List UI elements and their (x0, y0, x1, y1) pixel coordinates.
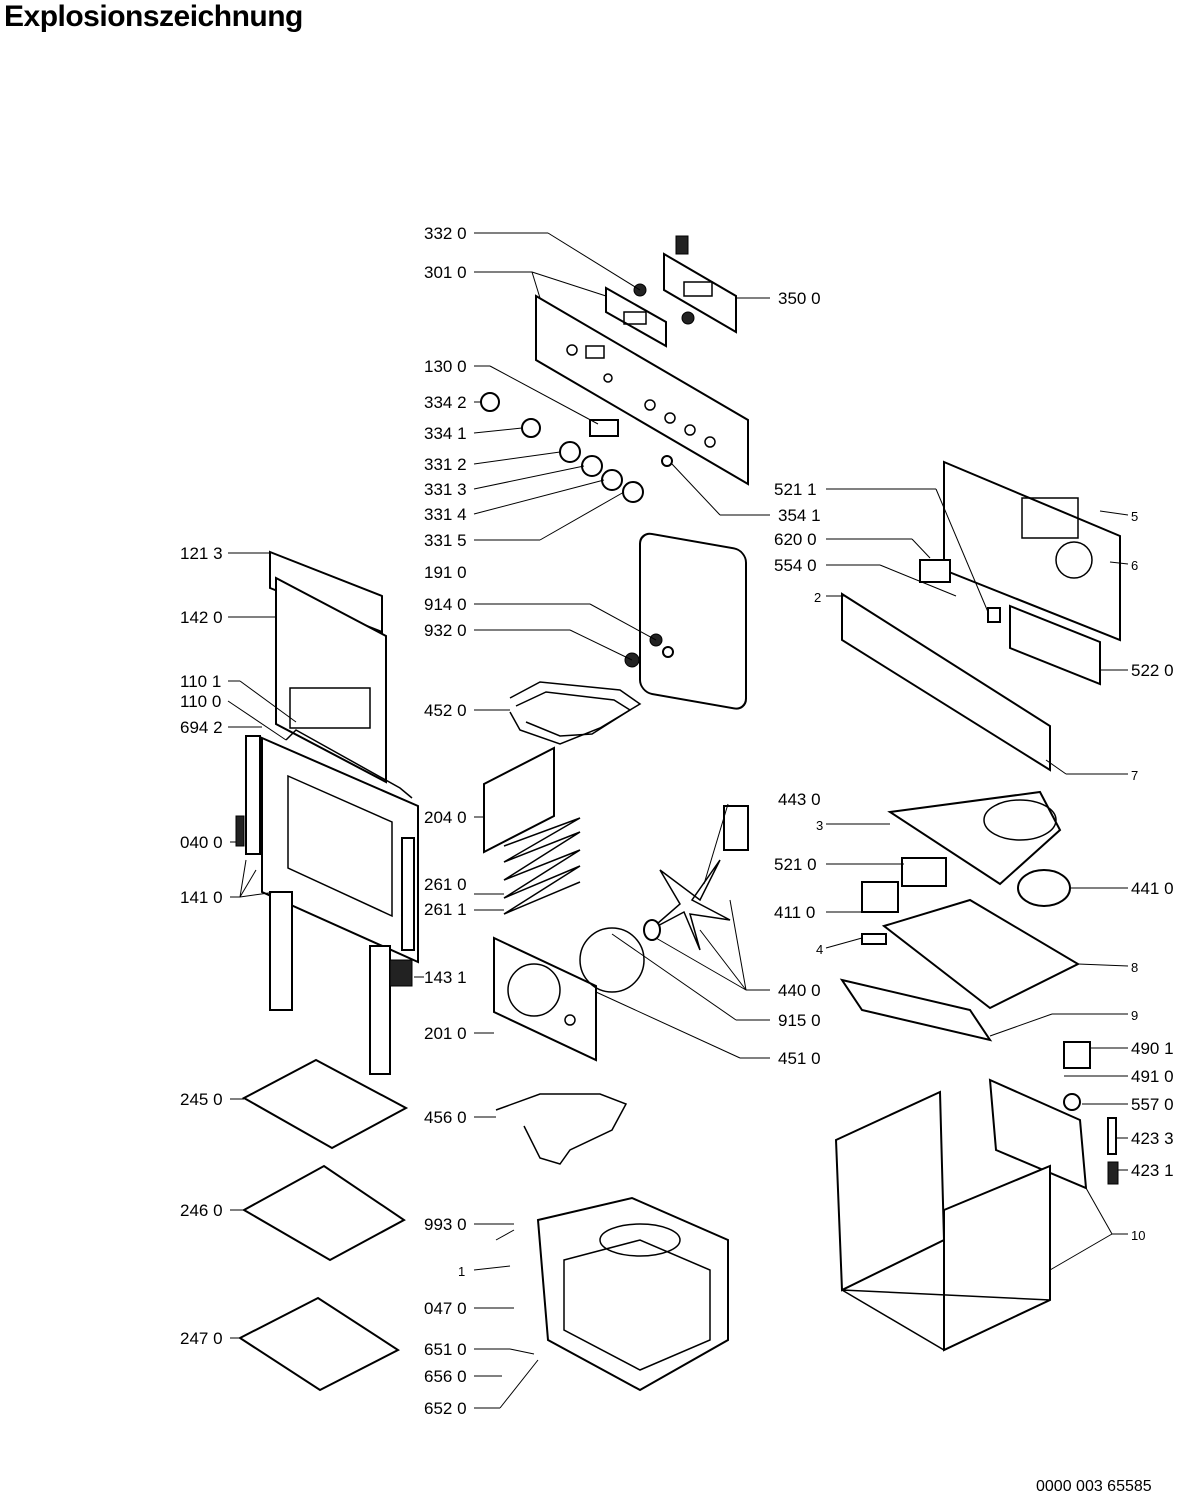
part-label: 246 0 (180, 1201, 223, 1220)
part-label: 443 0 (778, 790, 821, 809)
part-label: 143 1 (424, 968, 467, 987)
part-label: 331 2 (424, 455, 467, 474)
part-label: 8 (1131, 960, 1139, 975)
document-number: 0000 003 65585 (1036, 1478, 1152, 1495)
part-label: 651 0 (424, 1340, 467, 1359)
part-label: 332 0 (424, 224, 467, 243)
part-label: 1 (458, 1264, 466, 1279)
part-label: 4 (816, 942, 824, 957)
part-label: 261 0 (424, 875, 467, 894)
part-label: 521 0 (774, 855, 817, 874)
part-label: 620 0 (774, 530, 817, 549)
part-label: 694 2 (180, 718, 223, 737)
part-label: 10 (1131, 1228, 1146, 1243)
part-label: 121 3 (180, 544, 223, 563)
part-label: 491 0 (1131, 1067, 1174, 1086)
part-label: 110 0 (180, 692, 222, 711)
part-label: 451 0 (778, 1049, 821, 1068)
part-label: 142 0 (180, 608, 223, 627)
part-label: 5 (1131, 509, 1139, 524)
part-label: 6 (1131, 558, 1139, 573)
part-label: 522 0 (1131, 661, 1174, 680)
part-label: 2 (814, 590, 822, 605)
part-label: 247 0 (180, 1329, 223, 1348)
part-label: 354 1 (778, 506, 821, 525)
part-label: 204 0 (424, 808, 467, 827)
part-label: 201 0 (424, 1024, 467, 1043)
part-label: 456 0 (424, 1108, 467, 1127)
part-label: 047 0 (424, 1299, 467, 1318)
display-frame (605, 286, 667, 348)
part-label: 993 0 (424, 1215, 467, 1234)
part-label: 261 1 (424, 900, 467, 919)
part-label: 521 1 (774, 480, 817, 499)
part-label: 301 0 (424, 263, 467, 282)
part-label: 490 1 (1131, 1039, 1174, 1058)
part-label: 7 (1131, 768, 1139, 783)
part-label: 191 0 (424, 563, 467, 582)
part-label: 656 0 (424, 1367, 467, 1386)
part-label: 334 2 (424, 393, 467, 412)
electronic-board (663, 235, 737, 334)
part-label: 331 3 (424, 480, 467, 499)
part-label: 557 0 (1131, 1095, 1174, 1114)
part-label: 040 0 (180, 833, 223, 852)
part-label: 110 1 (180, 672, 222, 691)
part-label: 141 0 (180, 888, 223, 907)
part-label: 411 0 (774, 903, 816, 922)
part-label: 245 0 (180, 1090, 223, 1109)
part-label: 915 0 (778, 1011, 821, 1030)
part-label: 423 1 (1131, 1161, 1174, 1180)
part-label: 334 1 (424, 424, 467, 443)
page-title: Explosionszeichnung (4, 0, 303, 33)
part-label: 130 0 (424, 357, 467, 376)
control-panel (535, 294, 749, 486)
part-label: 441 0 (1131, 879, 1174, 898)
part-label: 331 4 (424, 505, 467, 524)
part-label: 932 0 (424, 621, 467, 640)
part-label: 331 5 (424, 531, 467, 550)
part-label: 554 0 (774, 556, 817, 575)
leader-lines (227, 232, 1129, 1409)
part-label: 9 (1131, 1008, 1139, 1023)
part-label: 3 (816, 818, 824, 833)
part-label: 452 0 (424, 701, 467, 720)
part-label: 423 3 (1131, 1129, 1174, 1148)
part-label: 914 0 (424, 595, 467, 614)
part-label: 652 0 (424, 1399, 467, 1418)
part-label: 440 0 (778, 981, 821, 1000)
part-label: 350 0 (778, 289, 821, 308)
